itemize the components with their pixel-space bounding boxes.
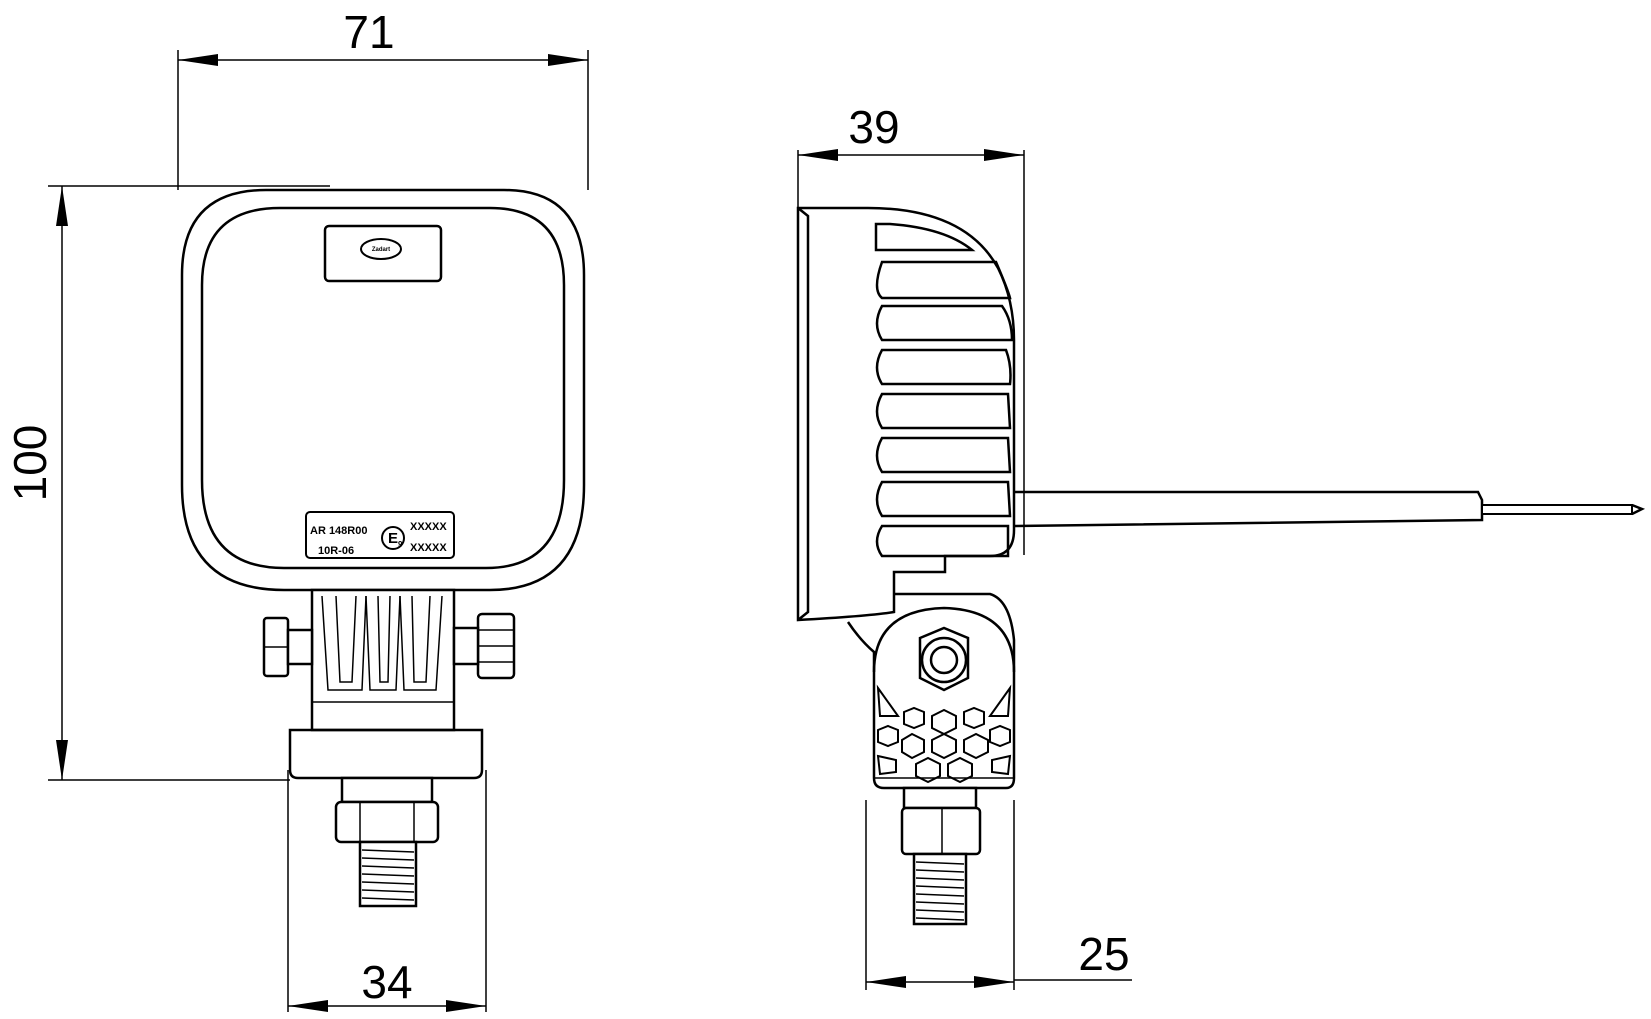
lamp-housing-outline bbox=[180, 188, 586, 592]
mount-bolt bbox=[334, 776, 440, 908]
dimension-front-width-label: 71 bbox=[343, 6, 394, 58]
approval-code-1: AR 148R00 bbox=[310, 525, 367, 537]
lamp-lens bbox=[200, 206, 566, 570]
dimension-side-depth: 39 bbox=[798, 101, 1024, 161]
side-bolt bbox=[900, 786, 982, 926]
dimension-front-bracket-width: 34 bbox=[288, 956, 486, 1012]
side-nut-left bbox=[262, 616, 314, 678]
mount-bracket bbox=[288, 728, 484, 780]
side-nut-right bbox=[452, 612, 516, 680]
bracket-nut bbox=[918, 626, 970, 692]
side-view: 39 25 bbox=[796, 101, 1646, 990]
front-view: 71 100 34 Zadart AR 148R00 10R-06 bbox=[4, 6, 589, 1012]
dimension-side-depth-label: 39 bbox=[848, 101, 899, 153]
dimension-side-bracket-width-label: 25 bbox=[1078, 928, 1129, 980]
approval-mark-letter: E bbox=[388, 530, 398, 547]
approval-code-2: 10R-06 bbox=[318, 545, 354, 557]
logo-badge bbox=[360, 238, 402, 260]
logo-text: Zadart bbox=[372, 247, 390, 253]
logo-plate bbox=[323, 224, 443, 283]
dimension-front-bracket-width-label: 34 bbox=[361, 956, 412, 1008]
dimension-front-width: 71 bbox=[178, 6, 588, 66]
cooling-fins bbox=[874, 222, 1014, 558]
power-cable bbox=[1013, 490, 1646, 528]
approval-label: AR 148R00 10R-06 E 9 XXXXX XXXXX bbox=[305, 511, 455, 559]
dimension-side-bracket-width: 25 bbox=[866, 928, 1130, 988]
side-bracket bbox=[846, 592, 1016, 790]
honeycomb-pattern bbox=[876, 684, 1012, 784]
dimension-front-height: 100 bbox=[4, 186, 68, 780]
mount-block bbox=[310, 588, 456, 732]
approval-mark-number: 9 bbox=[398, 540, 403, 549]
approval-number-2: XXXXX bbox=[410, 542, 447, 554]
side-housing-outline bbox=[796, 206, 1016, 622]
mount-ribs bbox=[321, 595, 443, 691]
dimension-front-height-label: 100 bbox=[4, 425, 56, 502]
approval-number-1: XXXXX bbox=[410, 521, 447, 533]
